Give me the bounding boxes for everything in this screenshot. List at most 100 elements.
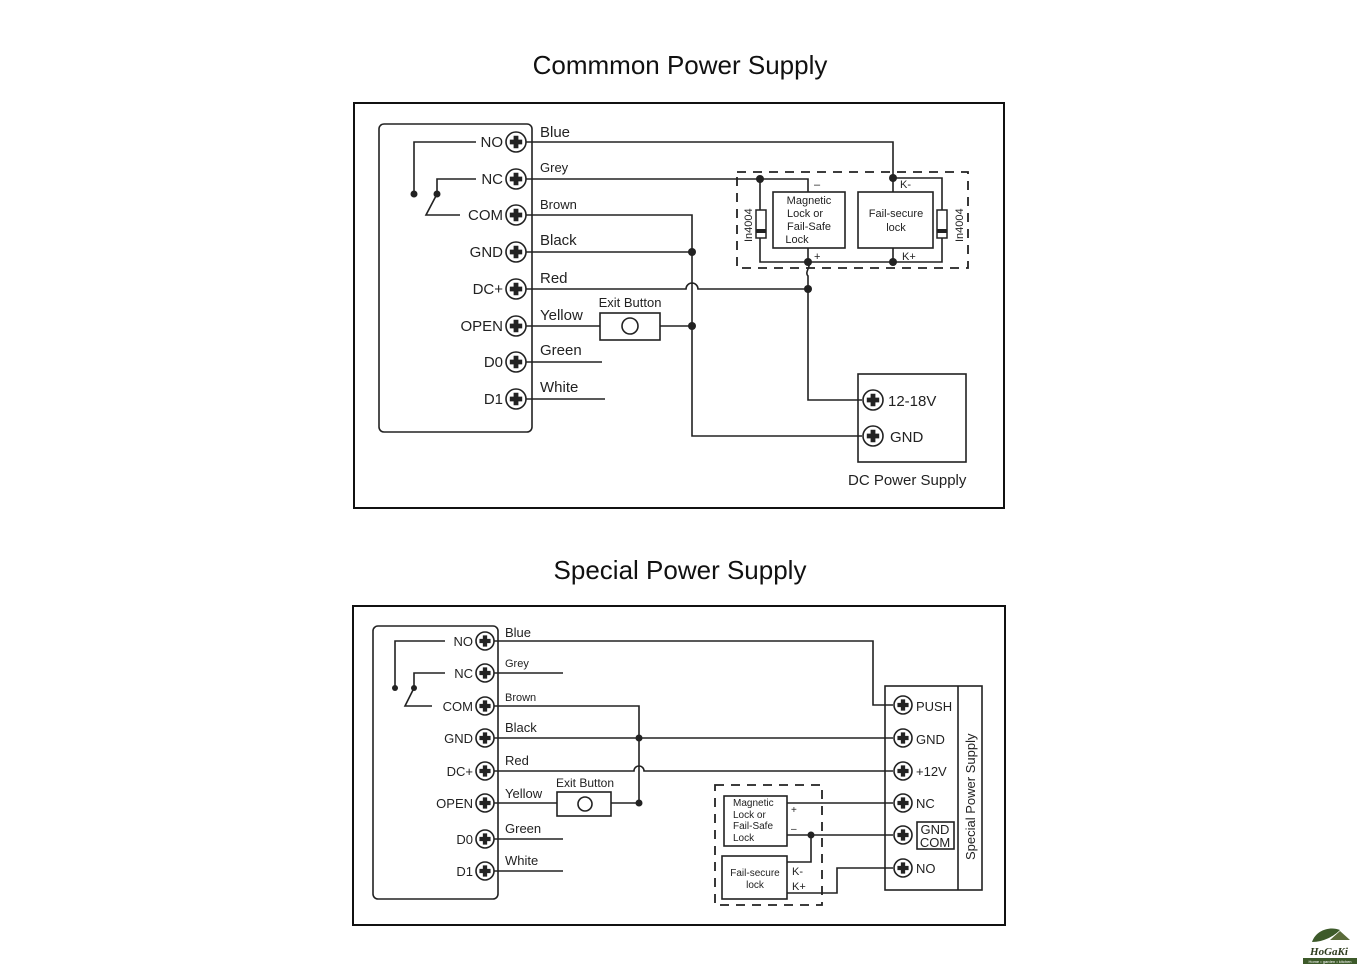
magnetic-lock-label: Fail-Safe (787, 221, 831, 233)
mag-minus: – (791, 824, 797, 835)
magnetic-lock-label: Magnetic (733, 798, 774, 809)
junction (804, 285, 812, 293)
terminal-label: NO (454, 634, 474, 649)
psu-terminal-label: PUSH (916, 699, 952, 714)
wire-label: Grey (505, 658, 529, 670)
fail-secure-lock-box (857, 191, 934, 249)
relay-symbol (394, 640, 445, 707)
exit-button-label: Exit Button (599, 295, 662, 310)
wire-label: White (505, 853, 538, 868)
psu-terminal-label: NO (916, 861, 936, 876)
fs-kplus: K+ (902, 251, 916, 263)
wire-label: Blue (540, 124, 570, 141)
fail-secure-label: Fail-secure (869, 208, 923, 220)
screw-terminal-icon (893, 695, 913, 715)
lock-plus-wire (806, 248, 862, 401)
no-wire (787, 867, 893, 894)
psu-terminal-label: NC (916, 796, 935, 811)
screw-terminal-icon (505, 351, 527, 373)
terminal-labels: NO NC COM GND DC+ OPEN D0 D1 (436, 634, 473, 879)
psu-terminal-label: GND (921, 822, 950, 837)
wire-labels: Blue Grey Brown Black Red Yellow Green W… (540, 124, 583, 396)
wire-label: Blue (505, 625, 531, 640)
special-title: Special Power Supply (554, 555, 807, 585)
terminal-label: OPEN (460, 318, 503, 335)
psu-terminal-label: GND (916, 732, 945, 747)
psu-terminal-label: +12V (916, 764, 947, 779)
red-wire (526, 282, 808, 290)
screw-terminal-icon (475, 793, 495, 813)
lock-area-dashed (736, 171, 969, 269)
exit-button-circle (621, 317, 639, 335)
relay-contact (411, 685, 417, 691)
mag-plus: + (791, 805, 797, 816)
magnetic-lock-label: Lock or (787, 208, 823, 220)
brown-wire (494, 705, 640, 803)
controller-box (372, 625, 499, 900)
screw-terminal-icon (505, 388, 527, 410)
junction (804, 258, 812, 266)
psu-terminal-label: GND (890, 429, 924, 446)
screw-terminal-icon (475, 761, 495, 781)
logo-name: HoGaKi (1309, 946, 1349, 958)
fs-kminus: K- (900, 179, 911, 191)
wire-labels: Blue Grey Brown Black Red Yellow Green W… (505, 625, 543, 868)
wire-label: Brown (540, 197, 577, 212)
wire-label: Brown (505, 692, 536, 704)
blue-wire (526, 141, 894, 192)
screw-terminal-icon (893, 728, 913, 748)
junction (635, 734, 643, 742)
blue-wire (494, 640, 893, 706)
common-title: Commmon Power Supply (533, 50, 828, 80)
diode-right-label: In4004 (954, 208, 966, 242)
diode-right-band (937, 229, 947, 233)
screw-terminal-icon (475, 728, 495, 748)
junction (688, 248, 696, 256)
screw-terminal-icon (475, 696, 495, 716)
screw-terminal-icon (862, 389, 884, 411)
screw-terminal-icon (505, 204, 527, 226)
common-frame (353, 102, 1005, 509)
fail-secure-lock-box (721, 855, 788, 900)
fail-secure-label: lock (886, 222, 906, 234)
screw-terminal-icon (505, 168, 527, 190)
wire-label: Yellow (540, 307, 583, 324)
wire-label: White (540, 379, 578, 396)
psu-label: Special Power Supply (963, 733, 978, 860)
junction (889, 258, 897, 266)
relay-contact (410, 190, 418, 198)
terminals (475, 131, 913, 881)
screw-terminal-icon (475, 663, 495, 683)
screw-terminal-icon (505, 241, 527, 263)
wire-label: Black (540, 232, 577, 249)
dc-power-supply-box (857, 373, 967, 463)
screw-terminal-icon (505, 131, 527, 153)
diode-loop (759, 177, 943, 263)
special-power-supply-diagram: Special Power Supply NO NC COM GND DC+ O… (352, 555, 1006, 926)
special-power-supply-box (884, 685, 983, 891)
terminal-label: NC (481, 171, 503, 188)
screw-terminal-icon (475, 631, 495, 651)
controller-box (378, 123, 533, 433)
screw-terminal-icon (893, 761, 913, 781)
relay-symbol (413, 141, 476, 216)
screw-terminal-icon (862, 425, 884, 447)
wire-label: Black (505, 720, 537, 735)
junction (807, 831, 815, 839)
junction (635, 799, 643, 807)
screw-terminal-icon (505, 278, 527, 300)
diode-right (936, 209, 948, 239)
logo-leaf-icon (1312, 928, 1340, 942)
wire-label: Green (505, 821, 541, 836)
terminal-label: NO (481, 134, 504, 151)
magnetic-lock-label: Lock or (733, 810, 766, 821)
wire-label: Grey (540, 160, 569, 175)
terminal-label: D1 (484, 391, 503, 408)
exit-button (556, 791, 612, 817)
psu-terminal-label: 12-18V (888, 393, 936, 410)
terminal-label: DC+ (473, 281, 504, 298)
diode-left-band (756, 229, 766, 233)
diode-left (755, 209, 767, 239)
screw-terminal-icon (893, 825, 913, 845)
gnd-com-wire (787, 834, 893, 863)
